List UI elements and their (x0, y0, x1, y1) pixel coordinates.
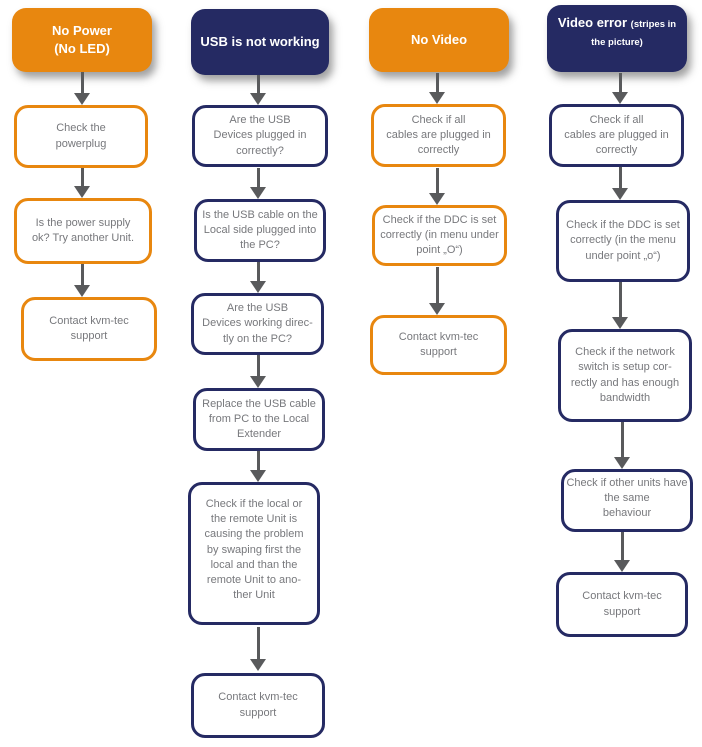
header-label: USB is not working (200, 34, 320, 50)
step-label: Contact kvm-tec support (398, 330, 479, 358)
step-label: Check if all cables are plugged in corre… (564, 113, 669, 157)
flow-step-power-supply: Is the power supply ok? Try another Unit… (14, 198, 152, 264)
flow-step-usb-direct-pc: Are the USB Devices working direc- tly o… (191, 293, 324, 355)
step-label: Contact kvm-tec support (218, 691, 298, 719)
arrow-down-icon (250, 262, 266, 293)
flow-step-network-switch: Check if the network switch is setup cor… (558, 329, 692, 422)
step-label: Replace the USB cable from PC to the Loc… (202, 397, 316, 441)
flow-step-ddc-menu-o: Check if the DDC is set correctly (in me… (372, 205, 507, 266)
flow-step-check-powerplug: Check the powerplug (14, 105, 148, 168)
step-label: Check if the DDC is set correctly (in th… (566, 219, 680, 262)
arrow-down-icon (429, 73, 445, 104)
header-label: No Video (410, 32, 468, 48)
flow-header-no-power: No Power (No LED) (12, 8, 152, 72)
arrow-down-icon (250, 168, 266, 199)
flow-step-contact-support-video: Contact kvm-tec support (370, 315, 507, 375)
header-label: Video error (stripes in the picture) (547, 14, 687, 50)
arrow-down-icon (429, 168, 445, 205)
arrow-down-icon (614, 532, 630, 572)
arrow-down-icon (614, 422, 630, 469)
step-label: Contact kvm-tec support (582, 590, 662, 618)
header-title: Video error (557, 15, 628, 30)
arrow-down-icon (612, 73, 628, 104)
flow-header-video-error: Video error (stripes in the picture) (547, 5, 687, 72)
step-label: Is the USB cable on the Local side plugg… (202, 208, 318, 252)
flow-step-other-units: Check if other units have the same behav… (561, 469, 693, 532)
header-label: No Power (No LED) (52, 23, 112, 56)
arrow-down-icon (612, 282, 628, 329)
flow-step-contact-support-usb: Contact kvm-tec support (191, 673, 325, 738)
step-label: Check the powerplug (55, 122, 107, 150)
arrow-down-icon (612, 167, 628, 200)
flow-step-contact-support-error: Contact kvm-tec support (556, 572, 688, 637)
arrow-down-icon (74, 168, 90, 198)
arrow-down-icon (250, 355, 266, 388)
flow-step-replace-usb-cable: Replace the USB cable from PC to the Loc… (193, 388, 325, 451)
step-label: Is the power supply ok? Try another Unit… (31, 216, 135, 244)
flow-step-usb-cable-local: Is the USB cable on the Local side plugg… (194, 199, 326, 262)
step-label: Check if other units have the same behav… (566, 477, 688, 520)
header-subtitle: (stripes in the picture) (591, 19, 677, 48)
flow-step-swap-units: Check if the local or the remote Unit is… (188, 482, 320, 625)
step-label: Are the USB Devices plugged in correctly… (213, 114, 307, 157)
arrow-down-icon (429, 267, 445, 315)
step-label: Contact kvm-tec support (49, 314, 129, 342)
flow-step-cables-plugged-video: Check if all cables are plugged in corre… (371, 104, 506, 167)
flow-step-contact-support-power: Contact kvm-tec support (21, 297, 157, 361)
arrow-down-icon (250, 451, 266, 482)
step-label: Check if the DDC is set correctly (in me… (380, 213, 499, 257)
step-label: Check if the local or the remote Unit is… (204, 498, 304, 602)
arrow-down-icon (250, 627, 266, 671)
flow-step-ddc-menu-o-error: Check if the DDC is set correctly (in th… (556, 200, 690, 282)
step-label: Check if all cables are plugged in corre… (386, 113, 491, 157)
flow-step-usb-plugged: Are the USB Devices plugged in correctly… (192, 105, 328, 167)
step-label: Check if the network switch is setup cor… (570, 346, 680, 404)
flow-header-usb-not-working: USB is not working (191, 9, 329, 75)
step-label: Are the USB Devices working direc- tly o… (202, 302, 313, 345)
flow-header-no-video: No Video (369, 8, 509, 72)
arrow-down-icon (74, 264, 90, 297)
flow-step-cables-plugged-error: Check if all cables are plugged in corre… (549, 104, 684, 167)
arrow-down-icon (74, 72, 90, 105)
arrow-down-icon (250, 75, 266, 105)
